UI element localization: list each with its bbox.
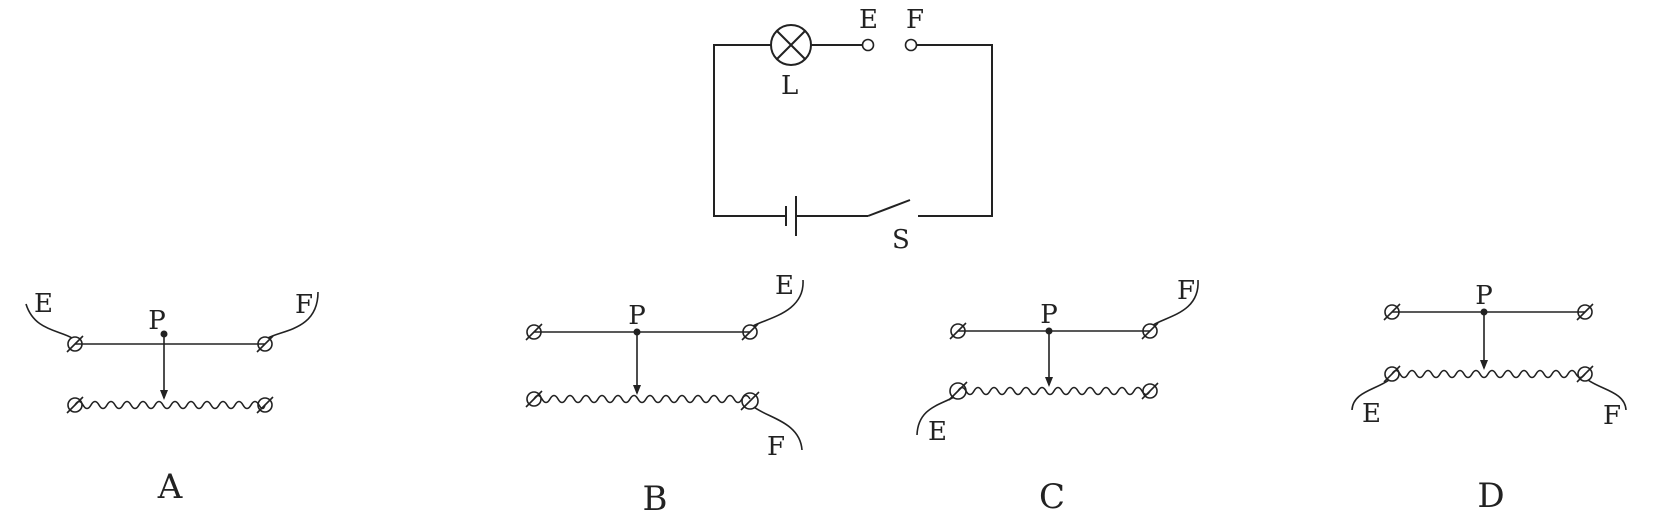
lead-f bbox=[753, 406, 803, 451]
switch-label: S bbox=[892, 225, 910, 255]
circuit-wire-right bbox=[916, 44, 993, 217]
resistance-wire bbox=[1391, 369, 1586, 379]
switch-symbol bbox=[867, 199, 911, 217]
lead-e bbox=[752, 279, 804, 327]
option-c: P E F C bbox=[916, 276, 1199, 517]
option-caption: D bbox=[1477, 476, 1504, 516]
lead-e bbox=[25, 303, 73, 339]
lead-e bbox=[916, 396, 955, 436]
p-label: P bbox=[628, 301, 646, 331]
f-label: F bbox=[767, 432, 785, 462]
p-label: P bbox=[1040, 300, 1058, 330]
main-circuit: L E F S bbox=[713, 5, 993, 255]
lamp-symbol bbox=[770, 24, 812, 66]
lamp-label: L bbox=[781, 71, 798, 101]
e-label: E bbox=[34, 289, 53, 319]
f-label: F bbox=[295, 290, 313, 320]
resistance-wire bbox=[957, 386, 1151, 396]
battery-symbol bbox=[785, 196, 797, 236]
p-label: P bbox=[1475, 281, 1493, 311]
option-caption: C bbox=[1039, 477, 1065, 517]
e-label: E bbox=[928, 417, 947, 447]
terminal-f bbox=[904, 38, 918, 52]
option-caption: A bbox=[157, 467, 183, 507]
circuit-wire-left bbox=[713, 44, 786, 217]
e-label: E bbox=[775, 271, 794, 301]
lead-f bbox=[1152, 279, 1199, 326]
p-label: P bbox=[148, 306, 166, 336]
lead-e bbox=[1351, 379, 1390, 411]
terminal-e-label: E bbox=[859, 5, 878, 35]
option-a: P E F A bbox=[25, 289, 319, 507]
e-label: E bbox=[1362, 399, 1381, 429]
terminal-e bbox=[861, 38, 875, 52]
lead-f bbox=[1587, 379, 1627, 411]
f-label: F bbox=[1177, 276, 1195, 306]
resistance-wire bbox=[533, 394, 751, 404]
f-label: F bbox=[1603, 401, 1621, 431]
option-caption: B bbox=[643, 479, 668, 519]
lead-f bbox=[267, 291, 319, 339]
option-d: P E F D bbox=[1351, 281, 1627, 516]
option-b: P E F B bbox=[525, 271, 804, 519]
terminal-f-label: F bbox=[906, 5, 924, 35]
resistance-wire bbox=[74, 400, 266, 410]
